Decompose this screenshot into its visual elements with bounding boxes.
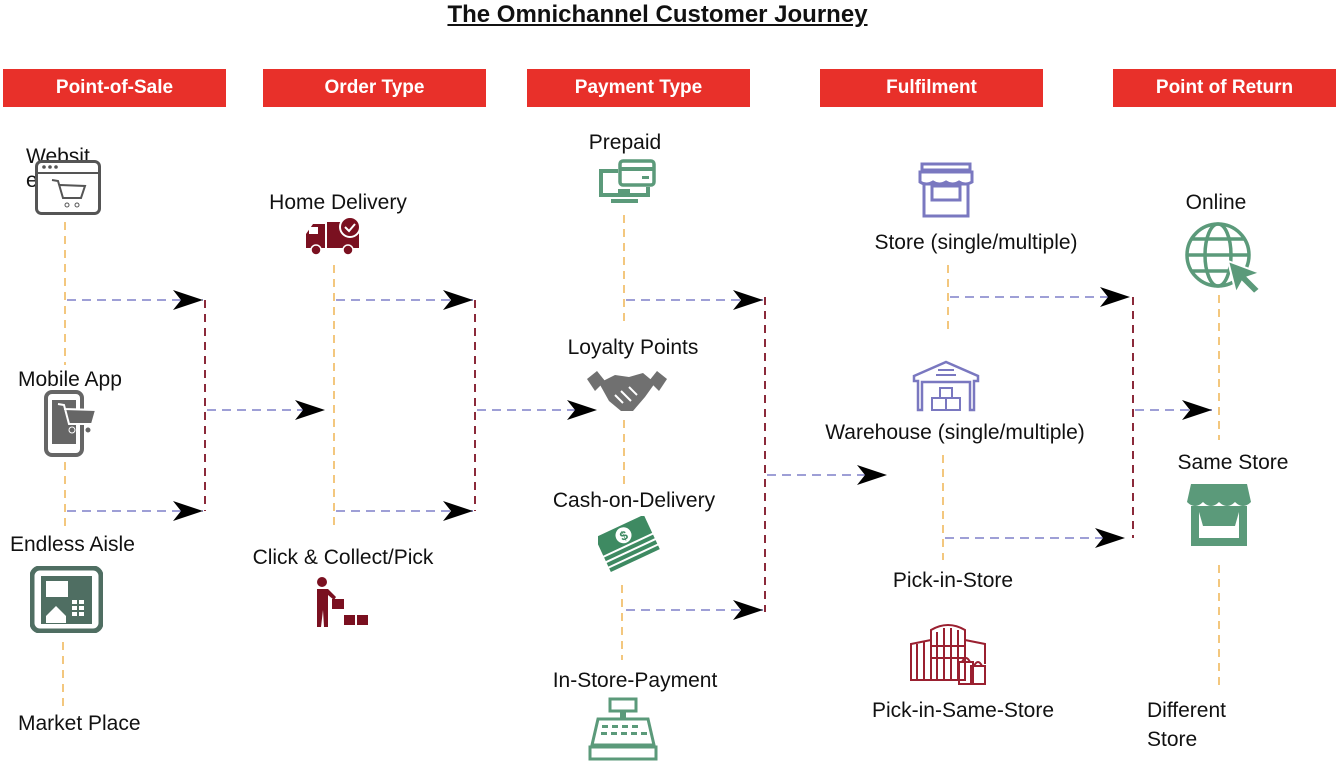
return-online-label: Online xyxy=(1185,191,1247,214)
order-click-collect-label: Click & Collect/Pick xyxy=(252,546,434,569)
person-boxes-icon xyxy=(317,577,368,627)
pos-mobile-app-label: Mobile App xyxy=(18,368,122,391)
header-point-of-return: Point of Return xyxy=(1113,69,1336,107)
fulfil-store-label: Store (single/multiple) xyxy=(874,231,1078,254)
delivery-truck-icon xyxy=(306,216,361,256)
header-point-of-sale: Point-of-Sale xyxy=(3,69,226,107)
fulfil-pick-in-same-store-label: Pick-in-Same-Store xyxy=(871,699,1055,722)
header-fulfilment: Fulfilment xyxy=(820,69,1043,107)
header-order-type: Order Type xyxy=(263,69,486,107)
order-home-delivery-label: Home Delivery xyxy=(269,191,407,214)
return-same-store-label: Same Store xyxy=(1177,451,1289,474)
mall-building-icon xyxy=(910,624,986,685)
warehouse-icon xyxy=(912,360,980,412)
pos-endless-aisle-label: Endless Aisle xyxy=(10,533,135,556)
fulfil-pick-in-store-label: Pick-in-Store xyxy=(892,569,1014,592)
cash-stack-icon: $ xyxy=(598,516,660,573)
storefront-icon xyxy=(918,162,974,218)
shop-awning-icon xyxy=(1187,484,1251,546)
header-payment-type: Payment Type xyxy=(527,69,750,107)
pos-market-place-label: Market Place xyxy=(18,712,141,735)
fulfil-warehouse-label: Warehouse (single/multiple) xyxy=(825,421,1085,444)
globe-cursor-icon xyxy=(1185,222,1263,295)
payment-prepaid-label: Prepaid xyxy=(588,131,662,154)
cash-register-icon xyxy=(588,697,658,761)
mobile-cart-icon xyxy=(44,390,98,457)
diagram-title: The Omnichannel Customer Journey xyxy=(447,1,868,28)
return-different-store-label: Different Store xyxy=(1147,699,1226,751)
handshake-icon xyxy=(587,371,667,411)
payment-in-store-label: In-Store-Payment xyxy=(552,669,718,692)
merge-connectors xyxy=(204,297,1134,612)
payment-cash-on-delivery-label: Cash-on-Delivery xyxy=(552,489,716,512)
browser-cart-icon xyxy=(35,160,101,215)
monitor-card-icon xyxy=(599,159,656,203)
payment-loyalty-points-label: Loyalty Points xyxy=(567,336,699,359)
vertical-connectors xyxy=(62,215,1220,710)
flow-arrows xyxy=(67,287,1212,620)
kiosk-icon xyxy=(30,566,103,633)
